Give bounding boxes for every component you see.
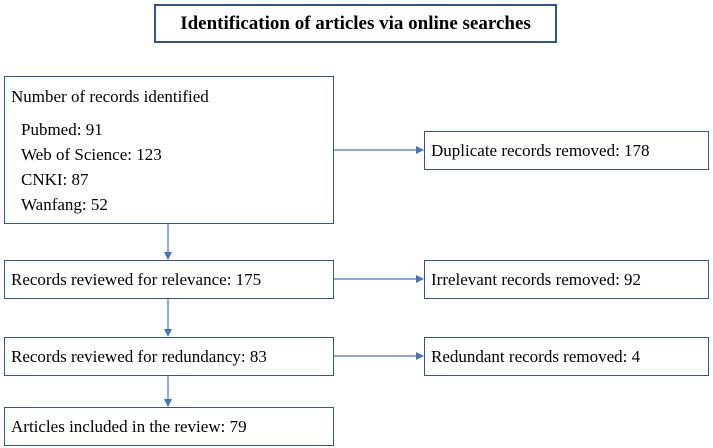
records-identified-box: Number of records identified Pubmed: 91 … [4, 76, 334, 224]
source-list: Pubmed: 91 Web of Science: 123 CNKI: 87 … [11, 117, 327, 217]
relevance-review-text: Records reviewed for relevance: 175 [11, 269, 262, 289]
redundant-removed-box: Redundant records removed: 4 [424, 337, 709, 376]
source-item-web-of-science: Web of Science: 123 [21, 145, 162, 165]
redundant-removed-text: Redundant records removed: 4 [431, 346, 641, 366]
redundancy-review-text: Records reviewed for redundancy: 83 [11, 346, 267, 366]
relevance-review-box: Records reviewed for relevance: 175 [4, 260, 334, 299]
irrelevant-removed-text: Irrelevant records removed: 92 [431, 269, 642, 289]
included-articles-box: Articles included in the review: 79 [4, 407, 334, 446]
records-identified-heading: Number of records identified [11, 87, 209, 106]
diagram-title-text: Identification of articles via online se… [180, 12, 531, 34]
redundancy-review-box: Records reviewed for redundancy: 83 [4, 337, 334, 376]
irrelevant-removed-box: Irrelevant records removed: 92 [424, 260, 709, 299]
duplicate-removed-box: Duplicate records removed: 178 [424, 131, 709, 170]
source-item-pubmed: Pubmed: 91 [21, 120, 103, 140]
diagram-title: Identification of articles via online se… [154, 4, 557, 43]
source-item-cnki: CNKI: 87 [21, 170, 89, 190]
duplicate-removed-text: Duplicate records removed: 178 [431, 140, 650, 160]
source-item-wanfang: Wanfang: 52 [21, 195, 108, 215]
included-articles-text: Articles included in the review: 79 [11, 416, 247, 436]
